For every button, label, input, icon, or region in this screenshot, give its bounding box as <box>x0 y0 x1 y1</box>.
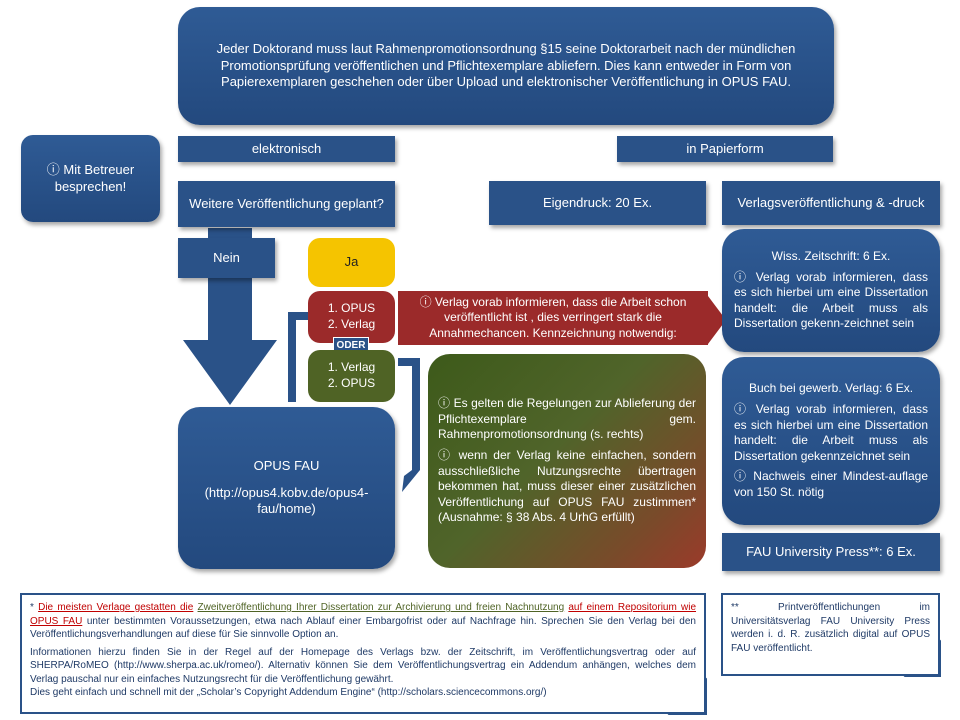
green-note-p2: ⓘ wenn der Verlag keine einfachen, sonde… <box>438 447 696 525</box>
buch-box: Buch bei gewerb. Verlag: 6 Ex. ⓘ Verlag … <box>722 357 940 525</box>
buch-text-2: ⓘ Nachweis einer Mindest-auflage von 150… <box>734 469 928 499</box>
zeitschrift-text: ⓘ Verlag vorab informieren, dass es sich… <box>734 269 928 331</box>
opus-fau-url: (http://opus4.kobv.de/opus4-fau/home) <box>204 484 369 517</box>
nein-box: Nein <box>178 238 275 278</box>
fau-press-box: FAU University Press**: 6 Ex. <box>722 533 940 571</box>
betreuer-text: Mit Betreuer besprechen! <box>54 161 135 194</box>
green-info-note: ⓘ Es gelten die Regelungen zur Ablieferu… <box>428 354 706 568</box>
weitere-question-box: Weitere Veröffentlichung geplant? <box>178 181 395 227</box>
red-info-note: ⓘ Verlag vorab informieren, dass die Arb… <box>398 291 708 345</box>
opus-first-box: 1. OPUS 2. Verlag <box>308 291 395 343</box>
weitere-to-nein-connector <box>208 228 252 240</box>
eigendruck-box: Eigendruck: 20 Ex. <box>489 181 706 225</box>
verlagsveroeffentlichung-box: Verlagsveröffentlichung & -druck <box>722 181 940 225</box>
footnote-university-press: ** Printveröffentlichungen im Universitä… <box>721 593 940 676</box>
verlag-first-box: 1. Verlag 2. OPUS <box>308 350 395 402</box>
intro-box: Jeder Doktorand muss laut Rahmenpromotio… <box>178 7 834 125</box>
verlag-first-bent-arrow <box>398 358 420 492</box>
opus-fau-title: OPUS FAU <box>253 457 320 473</box>
red-note-pointer <box>708 296 726 344</box>
intro-text: Jeder Doktorand muss laut Rahmenpromotio… <box>216 40 796 90</box>
buch-title: Buch bei gewerb. Verlag: 6 Ex. <box>748 381 914 396</box>
papierform-header: in Papierform <box>617 136 833 162</box>
info-icon: ⓘ <box>46 161 60 177</box>
betreuer-box: ⓘ Mit Betreuer besprechen! <box>21 135 160 222</box>
buch-text-1: ⓘ Verlag vorab informieren, dass es sich… <box>734 402 928 463</box>
opus-first-bent-arrow <box>288 312 308 402</box>
opus-fau-box: OPUS FAU (http://opus4.kobv.de/opus4-fau… <box>178 407 395 569</box>
nein-down-arrow <box>183 278 277 405</box>
elektronisch-header: elektronisch <box>178 136 395 162</box>
green-note-p1: ⓘ Es gelten die Regelungen zur Ablieferu… <box>438 396 696 442</box>
zeitschrift-box: Wiss. Zeitschrift: 6 Ex. ⓘ Verlag vorab … <box>722 229 940 352</box>
footnote-verlage: * Die meisten Verlage gestatten die Zwei… <box>20 593 706 714</box>
zeitschrift-title: Wiss. Zeitschrift: 6 Ex. <box>771 249 891 264</box>
ja-box: Ja <box>308 238 395 287</box>
